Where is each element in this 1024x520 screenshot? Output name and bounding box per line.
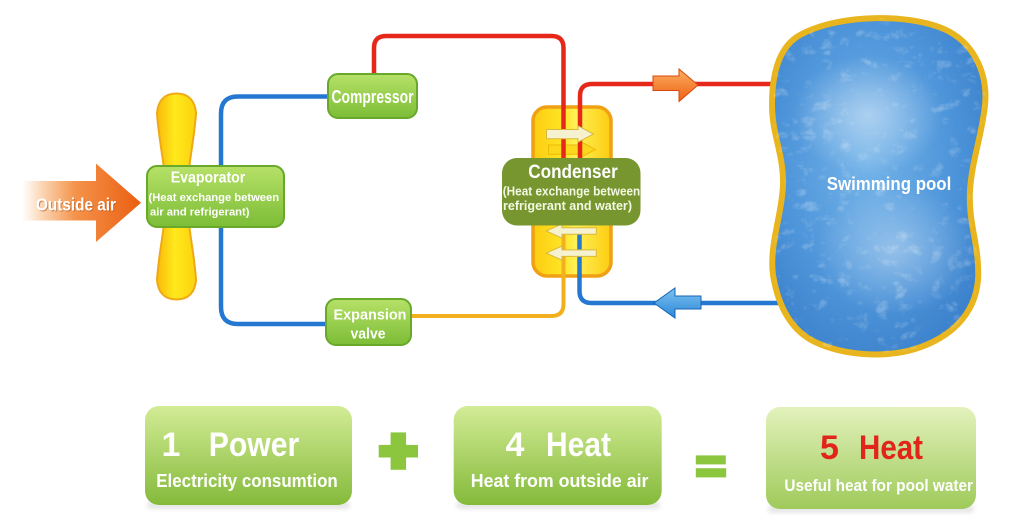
svg-text:Compressor: Compressor	[332, 87, 414, 107]
svg-text:5: 5	[820, 429, 839, 467]
svg-text:Swimming pool: Swimming pool	[827, 174, 952, 194]
svg-text:Power: Power	[209, 426, 300, 464]
svg-text:valve: valve	[351, 326, 386, 343]
svg-text:Evaporator: Evaporator	[171, 170, 246, 187]
svg-text:Outside air: Outside air	[36, 195, 116, 215]
svg-text:Heat: Heat	[546, 426, 611, 464]
svg-text:Useful heat for pool water: Useful heat for pool water	[784, 476, 973, 495]
svg-text:Heat: Heat	[859, 429, 923, 467]
svg-text:Expansion: Expansion	[334, 307, 407, 324]
svg-text:Electricity consumtion: Electricity consumtion	[156, 471, 338, 491]
svg-text:(Heat exchange between: (Heat exchange between	[503, 185, 641, 199]
svg-text:4: 4	[506, 426, 525, 464]
svg-text:air and refrigerant): air and refrigerant)	[150, 207, 250, 219]
svg-text:refrigerant and water): refrigerant and water)	[503, 199, 632, 213]
svg-text:Heat from outside air: Heat from outside air	[471, 471, 649, 491]
svg-text:(Heat exchange between: (Heat exchange between	[149, 192, 280, 204]
svg-text:Outside air: Outside air	[37, 196, 117, 216]
svg-text:Condenser: Condenser	[528, 161, 618, 183]
svg-text:1: 1	[162, 426, 181, 464]
